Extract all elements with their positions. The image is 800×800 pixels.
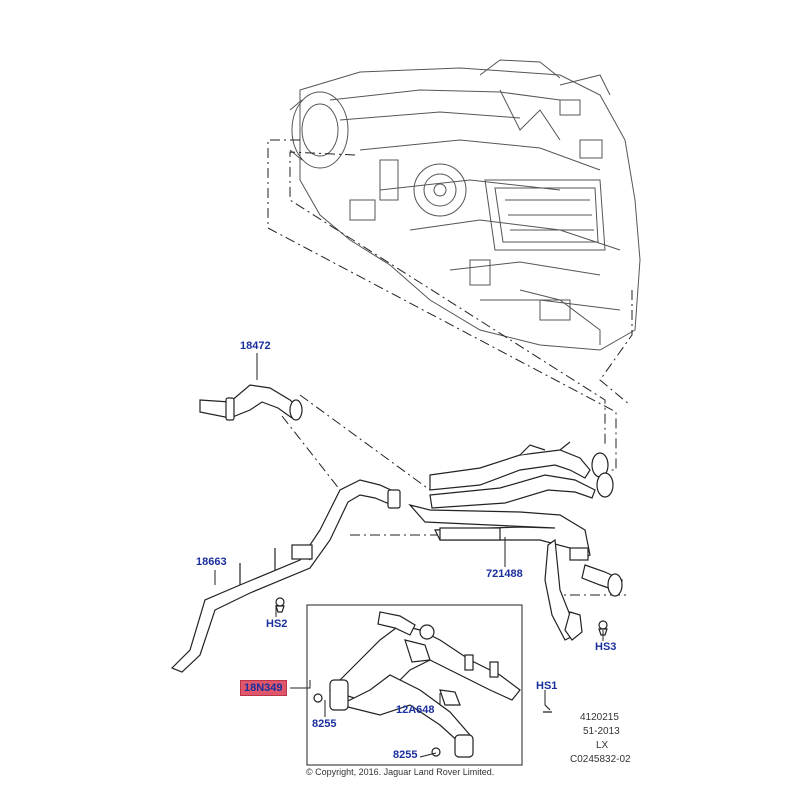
- reference-line-1: 4120215: [580, 712, 619, 723]
- leader-18n349: [290, 680, 311, 689]
- reference-line-3: LX: [596, 740, 609, 751]
- callout-18472[interactable]: 18472: [240, 340, 271, 352]
- leader-8255b: [419, 752, 437, 758]
- callout-18n349[interactable]: 18N349: [240, 680, 287, 696]
- reference-line-4: C0245832-02: [570, 754, 631, 765]
- hose-18472: [199, 384, 303, 421]
- callout-hs2[interactable]: HS2: [266, 618, 288, 630]
- dashed-leader-1: [267, 139, 617, 471]
- callout-hs3[interactable]: HS3: [595, 641, 617, 653]
- heater-core-hoses: [429, 441, 614, 509]
- callout-8255-bottom[interactable]: 8255: [393, 749, 418, 761]
- pipe-721488: [408, 503, 623, 641]
- callout-721488[interactable]: 721488: [486, 568, 523, 580]
- assembly-18n349: [328, 611, 521, 758]
- reference-line-2: 51-2013: [583, 726, 620, 737]
- dashed-leader-4: [281, 415, 341, 491]
- callout-18663[interactable]: 18663: [196, 556, 227, 568]
- callout-8255-left[interactable]: 8255: [312, 718, 337, 730]
- detail-box: [306, 604, 523, 766]
- callout-hs1[interactable]: HS1: [536, 680, 558, 692]
- dashed-leader-5: [299, 394, 431, 491]
- dashed-leader-2: [289, 151, 606, 445]
- fasteners: [275, 597, 608, 757]
- hvac-housing: [289, 59, 641, 351]
- pipe-18663: [170, 479, 401, 673]
- copyright-notice: © Copyright, 2016. Jaguar Land Rover Lim…: [306, 767, 495, 777]
- callout-12a648[interactable]: 12A648: [396, 704, 435, 716]
- dashed-leader-3: [599, 290, 633, 406]
